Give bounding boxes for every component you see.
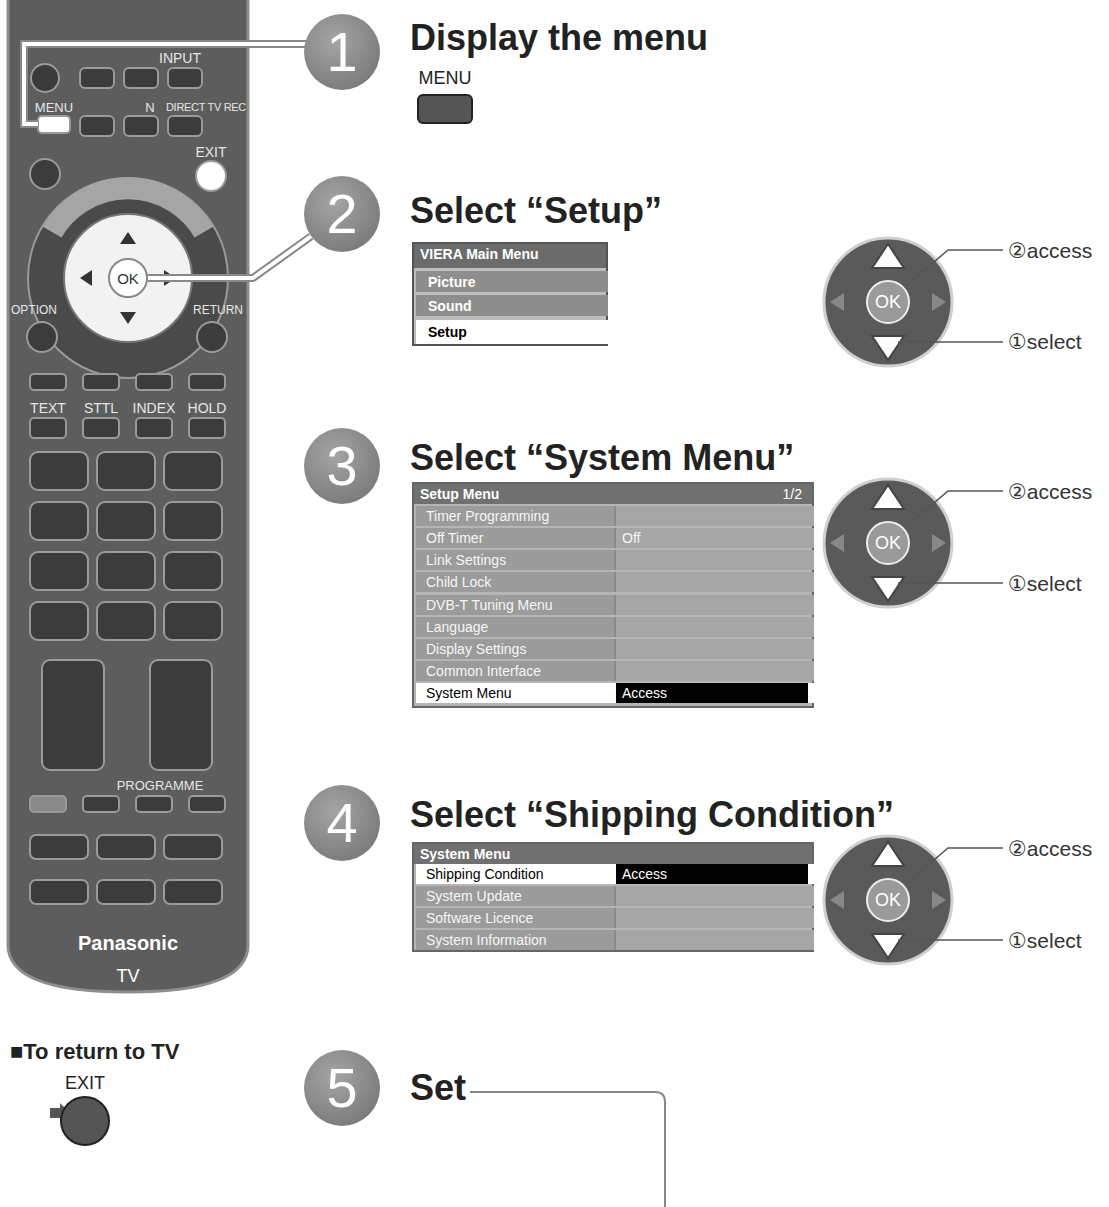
- step-text: Select “System Menu”: [410, 440, 794, 476]
- step-text: ■To return to TV: [10, 1041, 179, 1063]
- leader-stroke: [148, 236, 311, 278]
- menu-row: Language: [416, 617, 814, 637]
- node-text: Setup: [428, 325, 467, 339]
- node-text: 4: [304, 795, 380, 851]
- button-label: MENU: [35, 101, 73, 114]
- node-text: OK: [868, 534, 908, 552]
- node-text: Off Timer: [426, 531, 483, 545]
- node-text: Software Licence: [426, 911, 533, 925]
- leader-line: [24, 44, 306, 124]
- step-number-circle: 3: [304, 428, 380, 504]
- menu-row: Picture: [416, 271, 608, 292]
- button-label: DIRECT TV REC: [166, 102, 246, 113]
- step-text: MENU: [419, 69, 472, 87]
- button-label: RETURN: [193, 304, 243, 316]
- button-label: Panasonic: [78, 933, 178, 953]
- menu-row-selected: Shipping Condition Access: [416, 864, 814, 884]
- step-text: ②access: [1008, 481, 1092, 502]
- step-text: EXIT: [65, 1074, 105, 1092]
- menu-row: Child Lock: [416, 572, 814, 592]
- menu-panel: Setup Menu1/2Timer ProgrammingOff TimerO…: [412, 482, 814, 708]
- step-number-circle: 1: [304, 14, 380, 90]
- step-text: Select “Setup”: [410, 193, 662, 229]
- node-text: Shipping Condition: [426, 867, 544, 881]
- node-text: System Information: [426, 933, 547, 947]
- node-text: 1/2: [783, 487, 802, 501]
- button-label: N: [145, 101, 154, 114]
- node-text: Access: [622, 867, 667, 881]
- remote-body: [8, 0, 248, 992]
- node-text: Common Interface: [426, 664, 541, 678]
- step-text: ②access: [1008, 838, 1092, 859]
- leader-line: [148, 236, 311, 278]
- menu-panel: System MenuShipping Condition AccessSyste…: [412, 842, 814, 952]
- node-text: Setup Menu: [420, 487, 499, 501]
- step-text: Set: [410, 1070, 466, 1106]
- button-label: INDEX: [133, 401, 176, 415]
- node-text: 5: [304, 1060, 380, 1116]
- node-text: Sound: [428, 299, 472, 313]
- step-text: Select “Shipping Condition”: [410, 797, 894, 833]
- node-text: Link Settings: [426, 553, 506, 567]
- button-label: PROGRAMME: [117, 779, 204, 792]
- node-text: Child Lock: [426, 575, 491, 589]
- leader-stroke: [148, 236, 311, 278]
- node-text: System Menu: [420, 847, 510, 861]
- menu-row: Link Settings: [416, 550, 814, 570]
- menu-row: System Update: [416, 886, 814, 906]
- menu-row: Sound: [416, 295, 608, 316]
- node-text: 2: [304, 186, 380, 242]
- node-text: DVB-T Tuning Menu: [426, 598, 553, 612]
- menu-row-selected: System Menu Access: [416, 683, 814, 703]
- button-label: INPUT: [159, 51, 201, 65]
- ok-pad: [824, 238, 1003, 366]
- node-text: Timer Programming: [426, 509, 549, 523]
- node-text: OK: [110, 271, 146, 286]
- set-leader-line: [470, 1092, 665, 1207]
- menu-panel: VIERA Main MenuPictureSoundSetup: [412, 242, 608, 346]
- button-label: HOLD: [188, 401, 227, 415]
- menu-row: Off Timer Off: [416, 528, 814, 548]
- menu-row: System Information: [416, 930, 814, 950]
- node-text: OK: [868, 293, 908, 311]
- node-text: OK: [868, 891, 908, 909]
- menu-row: Display Settings: [416, 639, 814, 659]
- ok-button: OK: [108, 258, 148, 298]
- exit-button-icon: [61, 1097, 109, 1145]
- menu-row: Software Licence: [416, 908, 814, 928]
- ok-button: OK: [866, 878, 910, 922]
- step-text: Display the menu: [410, 20, 708, 56]
- ok-button: OK: [866, 521, 910, 565]
- step-number-circle: 2: [304, 176, 380, 252]
- step-number-circle: 4: [304, 785, 380, 861]
- node-text: Language: [426, 620, 488, 634]
- menu-row-selected: Setup: [416, 320, 608, 344]
- button-label: TEXT: [30, 401, 66, 415]
- button-label: STTL: [84, 401, 118, 415]
- menu-button-icon: [418, 95, 472, 123]
- node-text: VIERA Main Menu: [420, 247, 539, 261]
- node-text: 3: [304, 438, 380, 494]
- ok-pad: [824, 479, 1003, 607]
- button-label: OPTION: [11, 304, 57, 316]
- node-text: Access: [622, 686, 667, 700]
- step-text: ①select: [1008, 331, 1082, 352]
- ok-button: OK: [866, 280, 910, 324]
- node-text: Off: [622, 531, 640, 545]
- node-text: System Menu: [426, 686, 512, 700]
- menu-row: DVB-T Tuning Menu: [416, 595, 814, 615]
- node-text: 1: [304, 24, 380, 80]
- step-text: ①select: [1008, 930, 1082, 951]
- button-label: TV: [116, 967, 139, 985]
- step-text: ①select: [1008, 573, 1082, 594]
- step-number-circle: 5: [304, 1050, 380, 1126]
- node-text: Picture: [428, 275, 475, 289]
- button-label: EXIT: [195, 145, 226, 159]
- ok-pad: [824, 836, 1003, 964]
- node-text: System Update: [426, 889, 522, 903]
- menu-row: Timer Programming: [416, 506, 814, 526]
- menu-row: Common Interface: [416, 661, 814, 681]
- node-text: Display Settings: [426, 642, 526, 656]
- step-text: ②access: [1008, 240, 1092, 261]
